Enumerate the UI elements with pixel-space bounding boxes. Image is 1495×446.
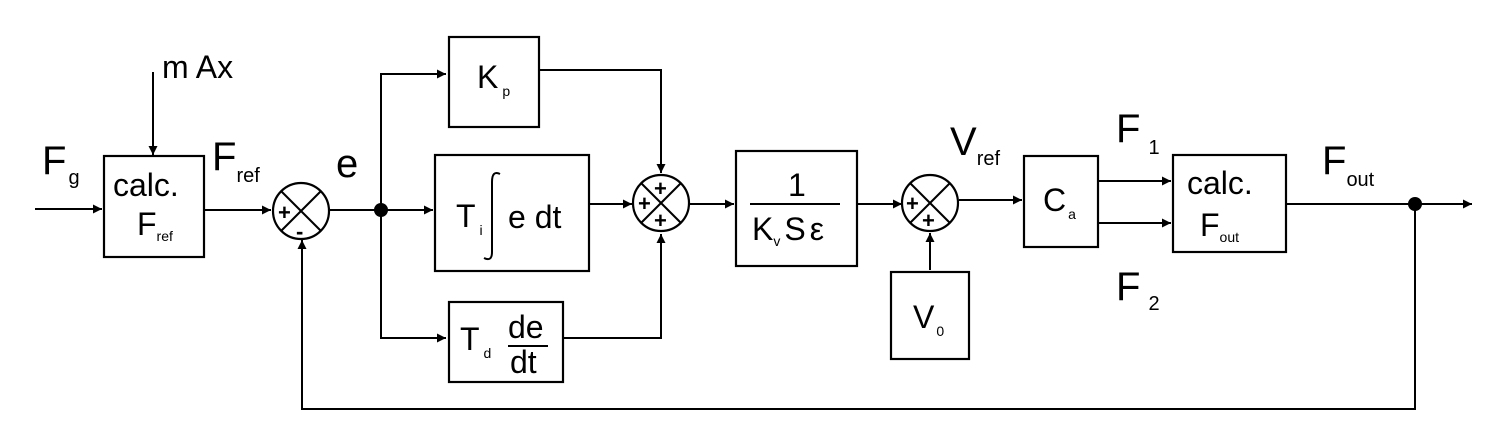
wire-td-out: [564, 234, 666, 339]
calc-fref-line1: calc.: [113, 167, 179, 203]
calc-fref-line2: Fref: [137, 206, 173, 244]
block-calc-fref: calc. Fref: [102, 154, 206, 259]
label-fout: Fout: [1322, 139, 1375, 191]
wire-to-kp: [380, 69, 446, 210]
sum2-left-sign: +: [638, 191, 651, 216]
wire-feedback: [297, 204, 1416, 410]
sum2-top-sign: +: [654, 176, 667, 201]
td-denominator: dt: [510, 344, 537, 380]
calc-fout-line1: calc.: [1187, 165, 1253, 201]
label-max: m Ax: [162, 49, 233, 85]
td-numerator: de: [508, 309, 544, 345]
sum2-bottom-sign: +: [654, 208, 667, 233]
signal-wires: [35, 69, 1472, 410]
wire-kp-out: [540, 69, 666, 173]
gain-numerator: 1: [788, 167, 806, 203]
sum1-top-sign: +: [278, 200, 291, 225]
wire-to-td: [380, 210, 446, 343]
branch-point-fout: [1408, 197, 1422, 211]
summing-junction-1: + -: [271, 181, 331, 244]
sum1-bottom-sign: -: [296, 219, 303, 244]
summing-junction-3: + +: [900, 173, 960, 233]
summing-junction-2: + + +: [631, 173, 691, 233]
block-calc-fout: calc. Fout: [1171, 153, 1288, 254]
label-vref: Vref: [950, 120, 1000, 170]
label-e: e: [336, 142, 358, 186]
sum3-bottom-sign: +: [922, 208, 935, 233]
sum3-left-sign: +: [906, 191, 919, 216]
ti-expression: e dt: [508, 199, 561, 235]
label-fref: Fref: [212, 135, 260, 187]
integral-icon: [483, 172, 501, 261]
branch-point-e: [374, 203, 388, 217]
calc-fout-line2: Fout: [1200, 207, 1239, 245]
